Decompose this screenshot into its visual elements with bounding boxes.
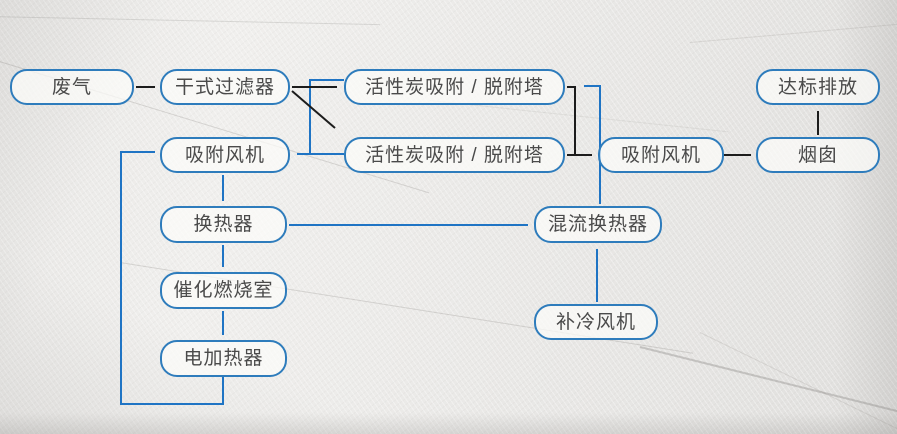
node-adsorption-fan-left: 吸附风机 (160, 137, 290, 173)
node-carbon-tower-1: 活性炭吸附 / 脱附塔 (344, 69, 565, 105)
tile-joint-line (689, 21, 897, 43)
node-waste-gas: 废气 (10, 69, 134, 105)
tile-joint-line (699, 332, 897, 434)
node-carbon-tower-2: 活性炭吸附 / 脱附塔 (344, 137, 565, 173)
node-compliant-discharge: 达标排放 (756, 69, 880, 105)
node-heat-exchanger: 换热器 (160, 206, 287, 243)
edge-towers-right-junction (567, 86, 576, 156)
node-dry-filter: 干式过滤器 (160, 69, 290, 105)
tile-joint-line (0, 16, 380, 26)
node-chimney: 烟囱 (756, 137, 880, 173)
node-electric-heater: 电加热器 (160, 340, 287, 377)
node-cooling-fan: 补冷风机 (534, 304, 658, 340)
node-mixed-flow-heat-exchanger: 混流换热器 (534, 206, 662, 243)
edge-dry-filter-to-tower2 (291, 90, 336, 129)
edge-mixed-flow-heat-exchanger-to-towers (584, 85, 601, 204)
node-adsorption-fan-right: 吸附风机 (598, 137, 724, 173)
edge-tower1-to-left-duct (309, 79, 344, 154)
tile-joint-line (639, 346, 897, 421)
node-catalytic-combustion-chamber: 催化燃烧室 (160, 272, 287, 309)
